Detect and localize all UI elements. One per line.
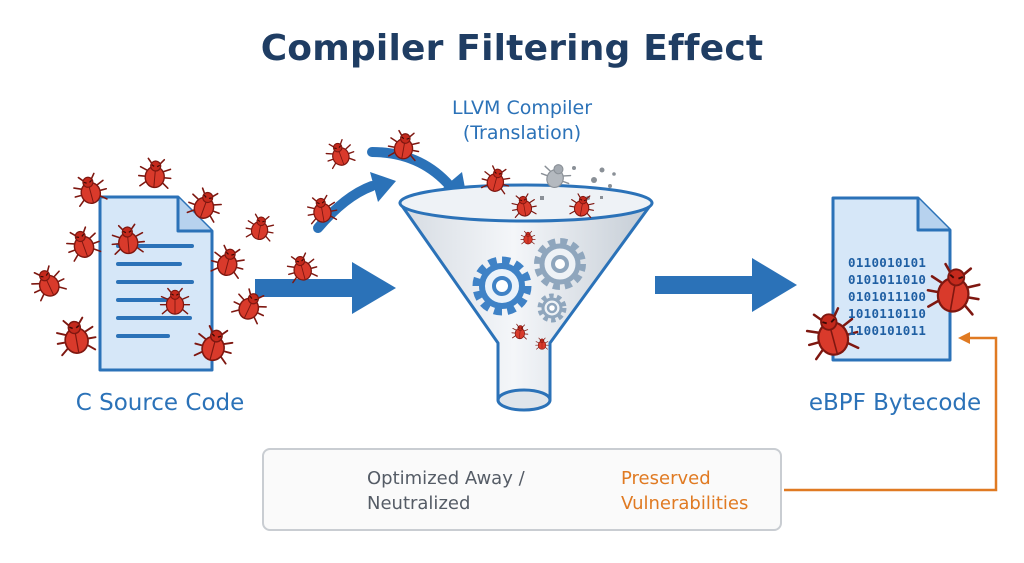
legend-optimized-line2: Neutralized: [367, 493, 471, 514]
gear-icon: [472, 238, 586, 323]
bytecode-binary: 0110010101 0101011010 0101011100 1010110…: [848, 254, 926, 339]
binary-line: 0110010101: [848, 255, 927, 270]
bytecode-label: eBPF Bytecode: [808, 390, 982, 416]
legend-preserved: Preserved Vulnerabilities: [621, 466, 748, 516]
legend-box: Optimized Away / Neutralized Preserved V…: [262, 448, 782, 531]
legend-optimized-away: Optimized Away / Neutralized: [367, 466, 525, 516]
binary-line: 1010110110: [848, 306, 927, 321]
binary-line: 0101011010: [848, 272, 927, 287]
binary-line: 1100101011: [848, 323, 927, 338]
diagram-title: Compiler Filtering Effect: [260, 28, 764, 69]
legend-preserved-line1: Preserved: [621, 468, 711, 489]
arrow-icon: [255, 258, 797, 314]
compiler-label: LLVM Compiler (Translation): [392, 96, 652, 146]
funnel-icon: [398, 183, 654, 412]
source-code-label: C Source Code: [75, 390, 245, 416]
compiler-label-line2: (Translation): [462, 122, 582, 144]
legend-optimized-line1: Optimized Away /: [367, 468, 525, 489]
binary-line: 0101011100: [848, 289, 927, 304]
legend-preserved-line2: Vulnerabilities: [621, 493, 749, 514]
debris-icon: [540, 166, 616, 200]
compiler-label-line1: LLVM Compiler: [451, 97, 593, 119]
feedback-arrow-icon: [784, 332, 998, 492]
